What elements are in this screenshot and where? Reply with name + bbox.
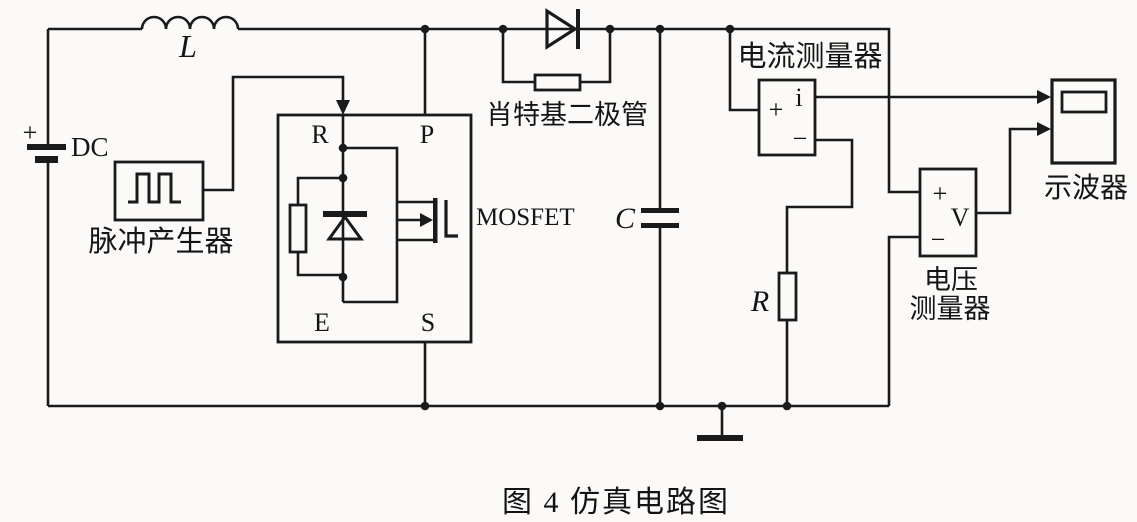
module-left-branch [296,176,343,277]
junction-dot [338,173,348,183]
pulse-generator-label: 脉冲产生器 [88,225,233,258]
load-resistor-label: R [750,285,769,318]
junction-dot [655,401,665,411]
pin-label-s: S [421,308,435,337]
gate-resistor-icon [288,203,308,254]
zener-cathode-bar-icon [323,211,367,217]
oscilloscope-box [1050,78,1117,165]
wire-schottky-branch [501,29,612,84]
junction-dot [498,24,508,34]
wire-top-right [238,27,920,194]
wire-ammeter-minus [785,138,854,273]
wires [46,27,1037,436]
junction-dot [338,272,348,282]
mosfet-channel-bar-icon [433,198,438,243]
snubber-resistor-icon [533,73,582,92]
capacitor: C [615,202,679,235]
junction-dots [338,24,792,411]
ground [697,435,743,441]
dc-plus-sign: + [23,118,38,147]
inductor-coil-icon [140,15,240,30]
figure-caption: 图 4 仿真电路图 [502,486,730,519]
inductor-label: L [178,28,197,64]
voltage-meter-output: V [951,203,970,232]
battery-plate-long-icon [27,144,66,150]
load-resistor: R [750,271,798,322]
pulse-generator: 脉冲产生器 [88,100,350,258]
ground-icon [697,435,743,441]
current-meter-output: i [795,83,802,112]
dc-source: + DC [23,118,109,163]
schottky-diode: 肖特基二极管 [486,8,648,130]
mosfet-module-box [276,113,473,344]
battery-plate-short-icon [35,156,58,163]
load-resistor-icon [777,271,798,322]
wire-pulse-output [203,75,345,192]
voltage-meter-label-line1: 电压 [924,265,978,295]
capacitor-plate-top-icon [641,208,679,213]
current-meter-minus: − [793,124,808,153]
pin-label-e: E [314,308,330,337]
current-meter-label: 电流测量器 [737,40,882,73]
zener-diode-icon [326,214,364,241]
schottky-label: 肖特基二极管 [486,100,648,130]
mosfet-drain-lead-icon [444,200,458,238]
diode-cathode-bar-icon [576,9,580,49]
mosfet-module: R P E S MOSFET [276,113,575,344]
voltage-meter-minus: − [931,225,946,254]
voltage-meter-box [918,167,978,258]
junction-dot [782,401,792,411]
current-meter: 电流测量器 + i − [737,40,883,157]
pulse-waveform-icon [128,172,181,204]
oscilloscope: 示波器 [1037,78,1128,204]
wire-ammeter-plus [728,29,759,112]
junction-dot [420,24,430,34]
current-meter-plus: + [769,95,784,124]
gate-drive-arrow-icon [336,100,350,115]
junction-dot [717,401,727,411]
wire-vmeter-minus [887,235,920,406]
scope-input-arrow-1-icon [1037,90,1051,104]
wire-vmeter-v-out [976,127,1037,215]
module-right-rail [343,146,399,304]
oscilloscope-screen-icon [1060,90,1108,114]
junction-dot [338,143,348,153]
mosfet-leads [397,200,433,242]
mosfet-label: MOSFET [476,204,575,231]
mosfet-gate-arrow-icon [420,213,433,227]
capacitor-plate-bottom-icon [641,223,679,228]
junction-dot [655,24,665,34]
pin-label-r: R [311,120,329,149]
inductor: L [140,15,240,64]
oscilloscope-label: 示波器 [1044,172,1128,204]
voltage-meter-plus: + [933,179,948,208]
dc-label: DC [71,132,109,162]
scope-input-arrow-2-icon [1037,122,1051,136]
pulse-generator-box [113,160,205,222]
pin-label-p: P [420,120,434,149]
capacitor-label: C [615,202,636,235]
voltage-meter: + V − 电压 测量器 [910,167,991,324]
current-meter-box [757,78,817,157]
junction-dot [420,401,430,411]
voltage-meter-label-line2: 测量器 [910,294,991,324]
junction-dot [605,24,615,34]
diode-triangle-icon [545,8,578,50]
junction-dot [725,24,735,34]
